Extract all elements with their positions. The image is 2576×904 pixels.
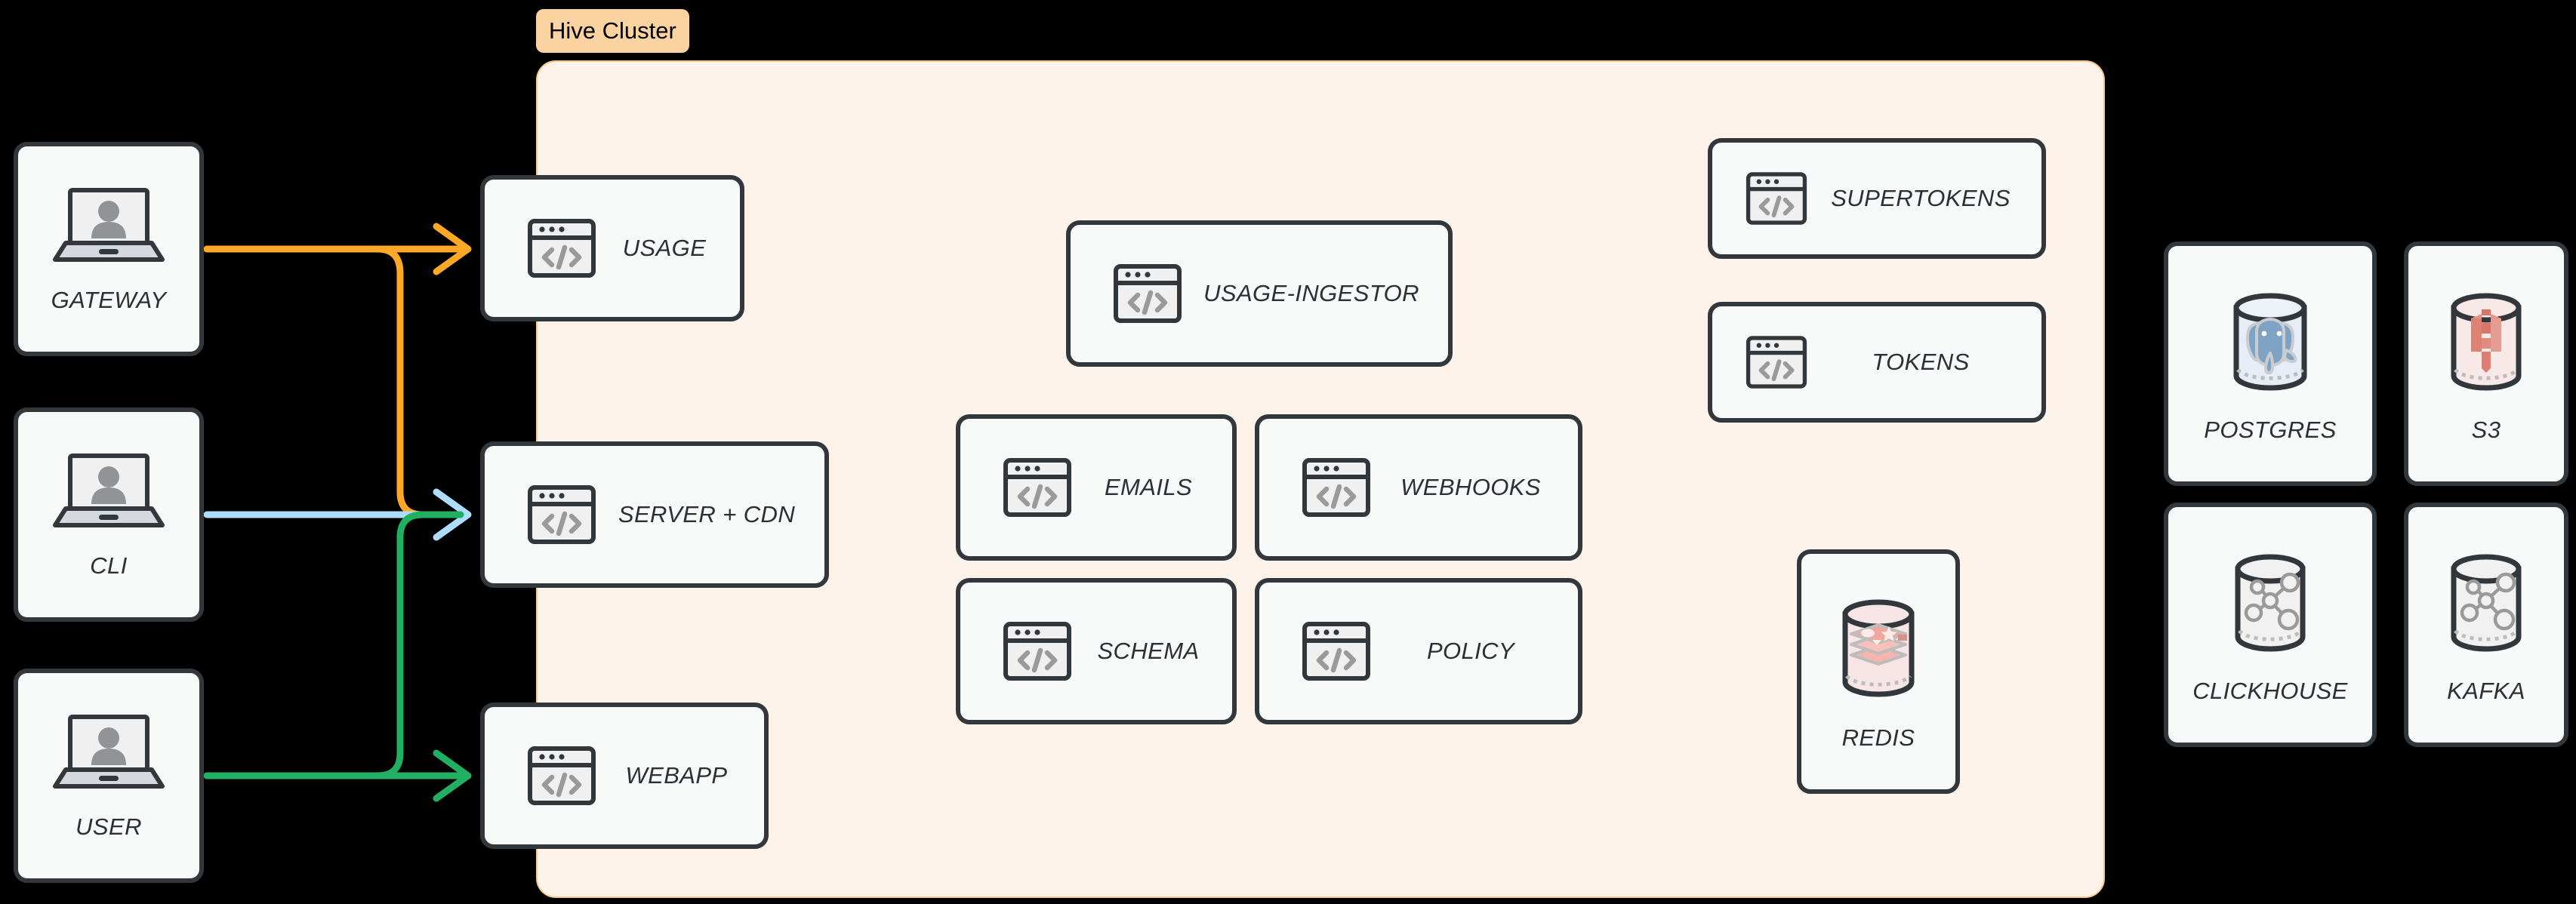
service-node-emails[interactable]: EMAILS bbox=[956, 414, 1237, 561]
service-node-webhooks[interactable]: WEBHOOKS bbox=[1255, 414, 1582, 561]
code-window-icon bbox=[527, 480, 596, 549]
datastore-label-clickhouse: CLICKHOUSE bbox=[2192, 678, 2348, 704]
datastore-node-clickhouse[interactable]: CLICKHOUSE bbox=[2164, 503, 2377, 747]
code-window-icon bbox=[527, 214, 596, 283]
code-window-icon bbox=[1003, 453, 1072, 522]
service-label-tokens: TOKENS bbox=[1872, 349, 1970, 375]
code-window-icon bbox=[1003, 617, 1072, 686]
service-label-usage-ingestor: USAGE-INGESTOR bbox=[1203, 280, 1419, 306]
service-node-server-cdn[interactable]: SERVER + CDN bbox=[480, 441, 829, 588]
code-window-icon bbox=[527, 741, 596, 810]
postgres-database-icon bbox=[2214, 284, 2327, 397]
client-node-gateway[interactable]: GATEWAY bbox=[14, 142, 204, 356]
service-node-schema[interactable]: SCHEMA bbox=[956, 578, 1237, 724]
datastore-node-s3[interactable]: S3 bbox=[2404, 241, 2568, 486]
datastore-node-postgres[interactable]: POSTGRES bbox=[2164, 241, 2377, 486]
datastore-label-postgres: POSTGRES bbox=[2204, 417, 2337, 443]
kafka-database-icon bbox=[2430, 545, 2543, 658]
service-label-webapp: WEBAPP bbox=[625, 762, 728, 789]
service-node-tokens[interactable]: TOKENS bbox=[1708, 302, 2046, 423]
redis-database-icon bbox=[1826, 592, 1931, 705]
datastore-node-kafka[interactable]: KAFKA bbox=[2404, 503, 2568, 747]
datastore-label-s3: S3 bbox=[2471, 417, 2501, 443]
code-window-icon bbox=[1302, 617, 1371, 686]
client-label-user: USER bbox=[75, 813, 142, 840]
code-window-icon bbox=[1113, 259, 1182, 328]
datastore-node-redis[interactable]: REDIS bbox=[1797, 549, 1960, 794]
service-label-supertokens: SUPERTOKENS bbox=[1831, 185, 2011, 211]
service-node-usage[interactable]: USAGE bbox=[480, 175, 744, 321]
service-label-emails: EMAILS bbox=[1104, 474, 1193, 500]
laptop-user-icon bbox=[52, 711, 165, 794]
client-node-user[interactable]: USER bbox=[14, 669, 204, 883]
service-label-policy: POLICY bbox=[1426, 638, 1515, 664]
edge-user-to-server-cdn bbox=[203, 511, 464, 779]
code-window-icon bbox=[1746, 168, 1807, 229]
s3-bucket-database-icon bbox=[2430, 284, 2543, 397]
code-window-icon bbox=[1302, 453, 1371, 522]
hive-cluster-badge: Hive Cluster bbox=[536, 9, 689, 53]
client-node-cli[interactable]: CLI bbox=[14, 407, 204, 622]
service-label-webhooks: WEBHOOKS bbox=[1400, 474, 1541, 500]
service-label-schema: SCHEMA bbox=[1097, 638, 1200, 664]
edge-gateway-to-server-cdn bbox=[203, 245, 464, 518]
clickhouse-database-icon bbox=[2214, 545, 2327, 658]
code-window-icon bbox=[1746, 331, 1807, 393]
service-label-server-cdn: SERVER + CDN bbox=[618, 501, 796, 527]
service-node-policy[interactable]: POLICY bbox=[1255, 578, 1582, 724]
datastore-label-redis: REDIS bbox=[1841, 724, 1915, 751]
service-node-usage-ingestor[interactable]: USAGE-INGESTOR bbox=[1066, 220, 1453, 367]
service-label-usage: USAGE bbox=[622, 235, 707, 261]
client-label-cli: CLI bbox=[90, 552, 128, 579]
laptop-user-icon bbox=[52, 184, 165, 267]
edge-user-to-webapp bbox=[203, 749, 472, 802]
service-node-webapp[interactable]: WEBAPP bbox=[480, 703, 769, 849]
datastore-label-kafka: KAFKA bbox=[2447, 678, 2525, 704]
service-node-supertokens[interactable]: SUPERTOKENS bbox=[1708, 138, 2046, 259]
client-label-gateway: GATEWAY bbox=[51, 287, 167, 313]
laptop-user-icon bbox=[52, 450, 165, 533]
